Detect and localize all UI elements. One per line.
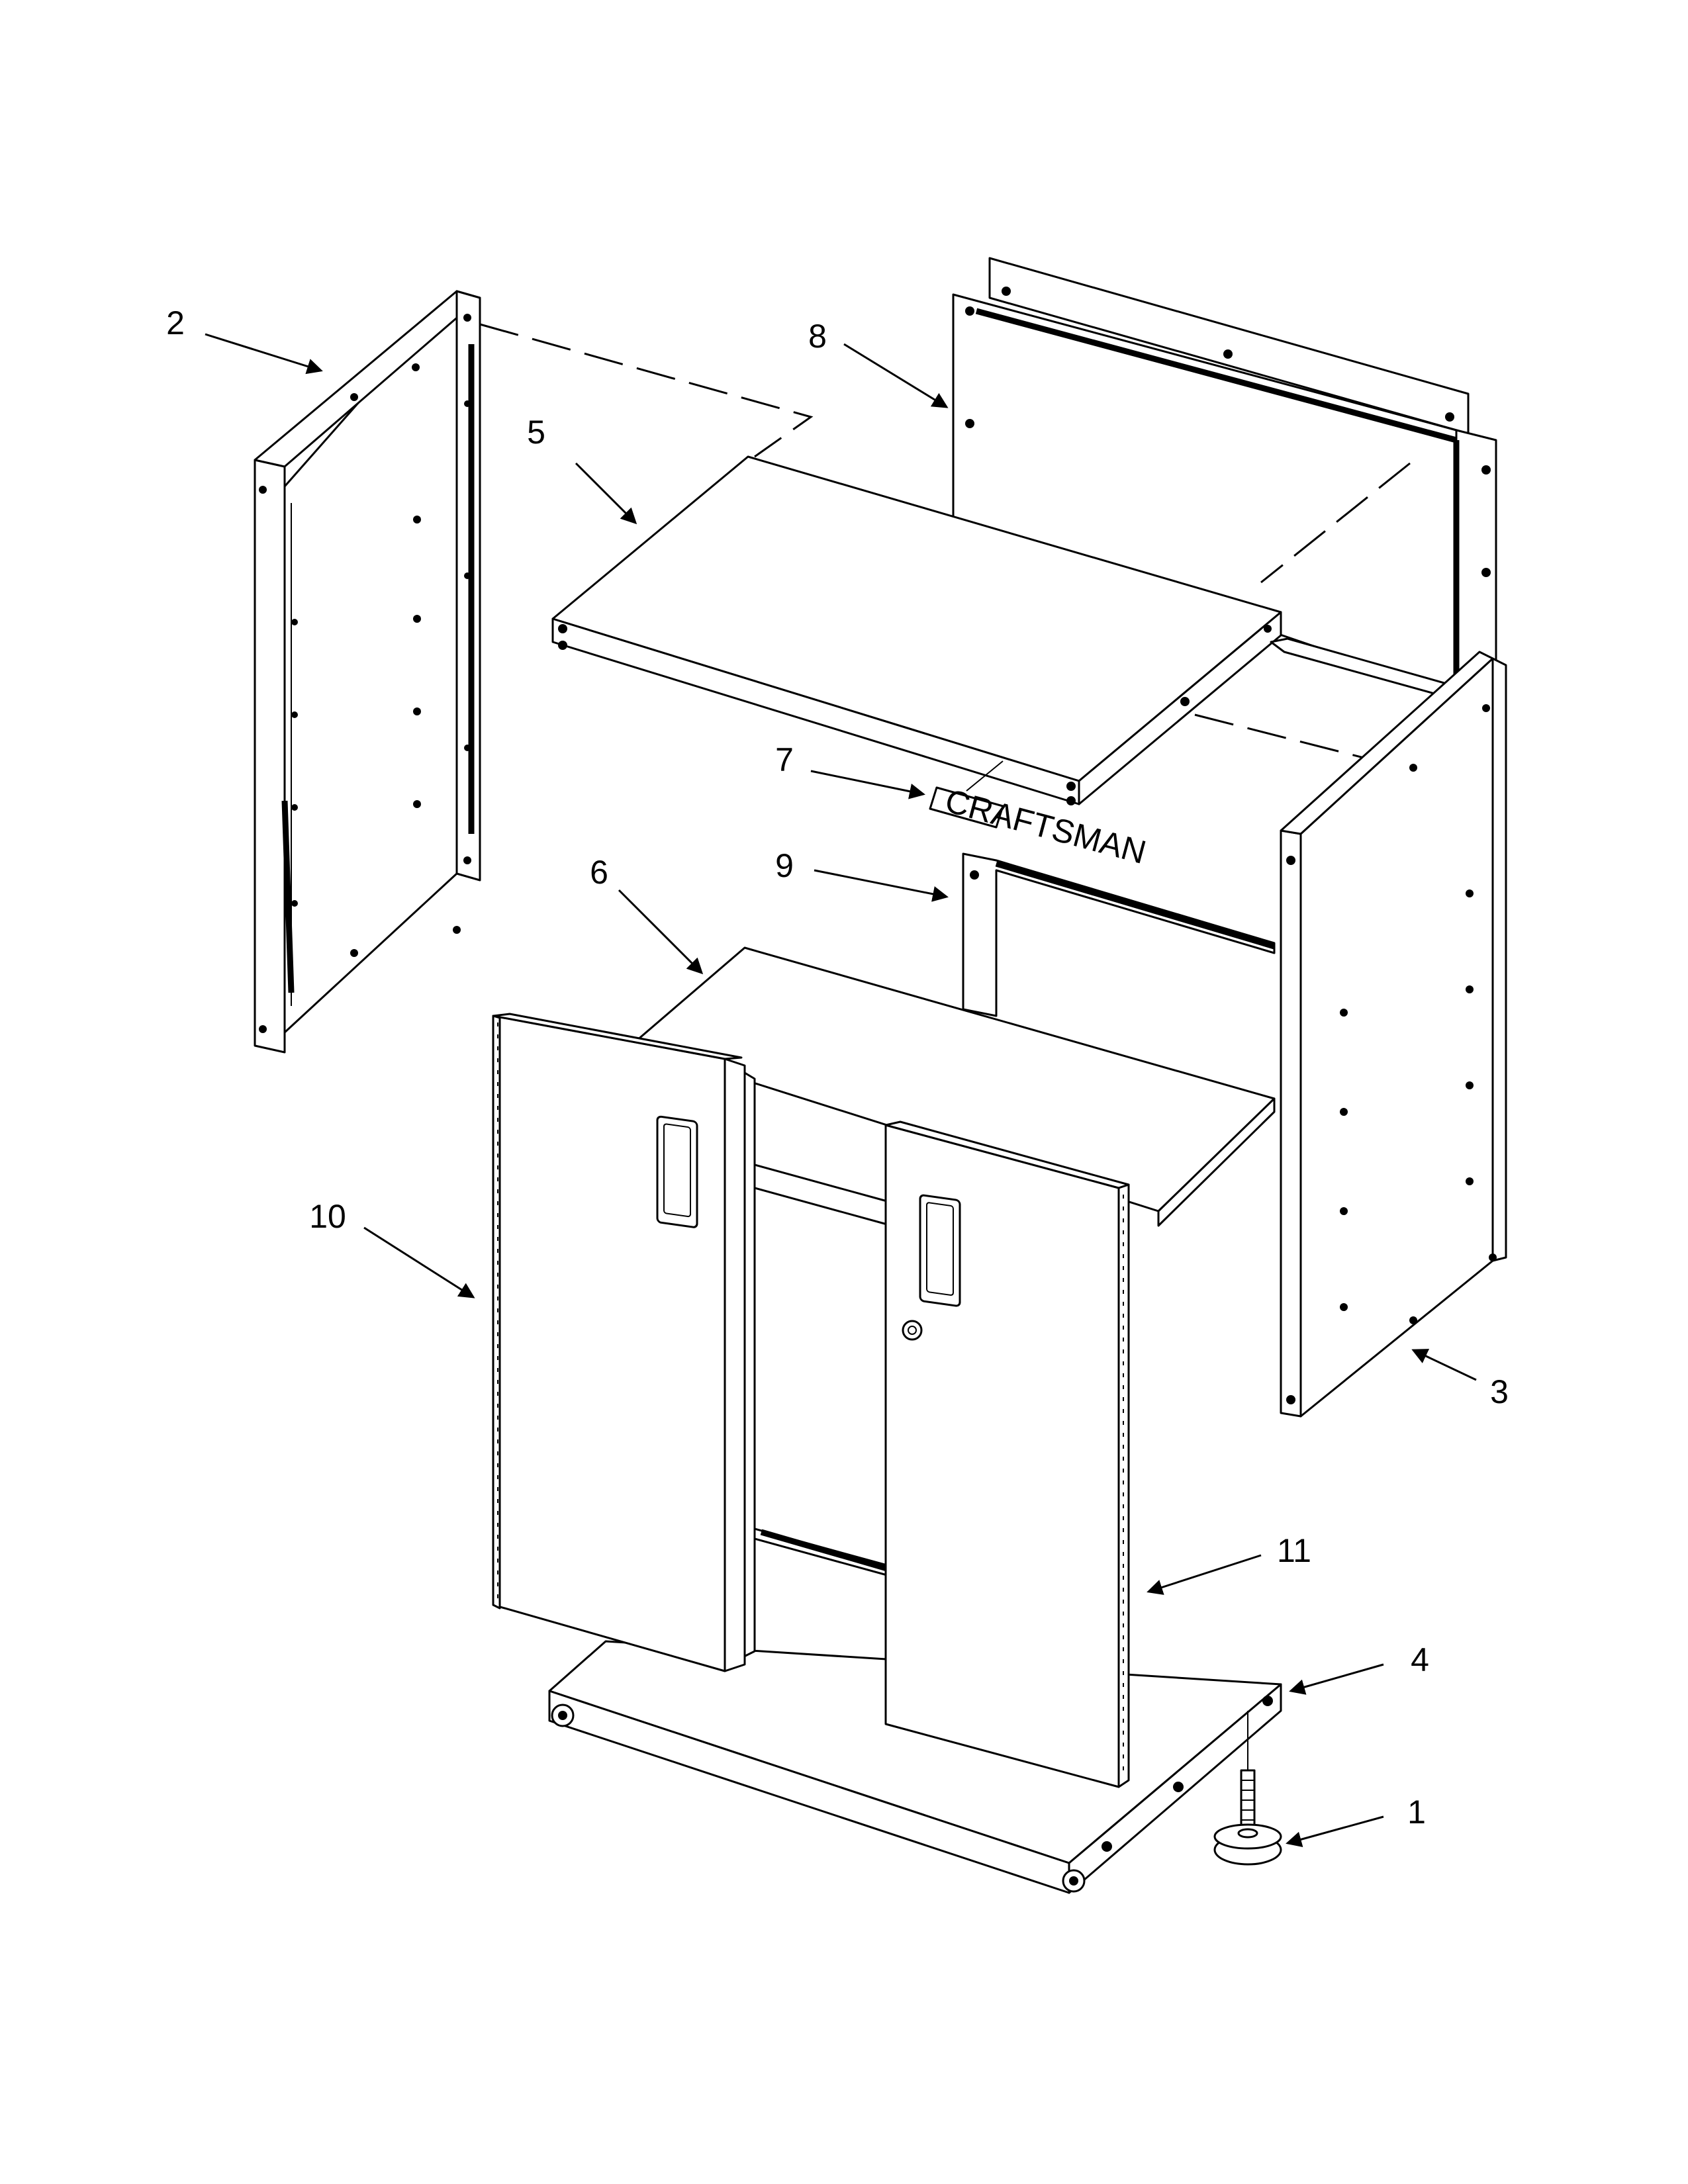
left-door	[492, 1013, 756, 1672]
right-side-panel	[1194, 637, 1507, 1418]
leader-6	[618, 889, 704, 975]
callout-9: 9	[775, 847, 794, 884]
callout-1: 1	[1407, 1794, 1426, 1831]
leader-4	[1289, 1663, 1384, 1695]
callout-6: 6	[590, 854, 608, 891]
callout-numbers: 1 2 3 4 5 6 7 8 9 10 11	[166, 304, 1509, 1831]
middle-shelf	[631, 946, 1276, 1576]
right-door-handle	[919, 1194, 961, 1307]
alignment-line-back	[1260, 462, 1411, 584]
callout-7: 7	[775, 741, 794, 778]
callout-8: 8	[808, 318, 827, 355]
lower-back-panel	[962, 852, 1276, 1017]
callout-leaders	[205, 333, 1477, 1847]
callout-5: 5	[527, 414, 545, 451]
leader-9	[814, 869, 949, 902]
callout-11: 11	[1277, 1532, 1311, 1569]
leader-5	[575, 462, 637, 525]
callout-3: 3	[1490, 1373, 1509, 1410]
leader-7	[810, 770, 925, 799]
leader-3	[1411, 1349, 1477, 1381]
leader-1	[1286, 1815, 1384, 1847]
callout-2: 2	[166, 304, 185, 341]
left-door-handle	[656, 1115, 698, 1228]
door-lock	[902, 1320, 923, 1341]
top-shelf	[551, 455, 1282, 805]
alignment-line-right	[1194, 713, 1378, 762]
left-side-panel	[254, 290, 481, 1054]
leader-11	[1147, 1554, 1262, 1595]
leveling-foot	[1213, 1711, 1282, 1866]
callout-4: 4	[1411, 1641, 1429, 1678]
leader-2	[205, 333, 323, 375]
alignment-line-top-left	[479, 323, 814, 458]
leader-8	[843, 343, 949, 408]
callout-10: 10	[309, 1198, 346, 1235]
leader-10	[363, 1226, 475, 1298]
right-door	[884, 1120, 1130, 1788]
upper-back-panel	[952, 257, 1497, 703]
